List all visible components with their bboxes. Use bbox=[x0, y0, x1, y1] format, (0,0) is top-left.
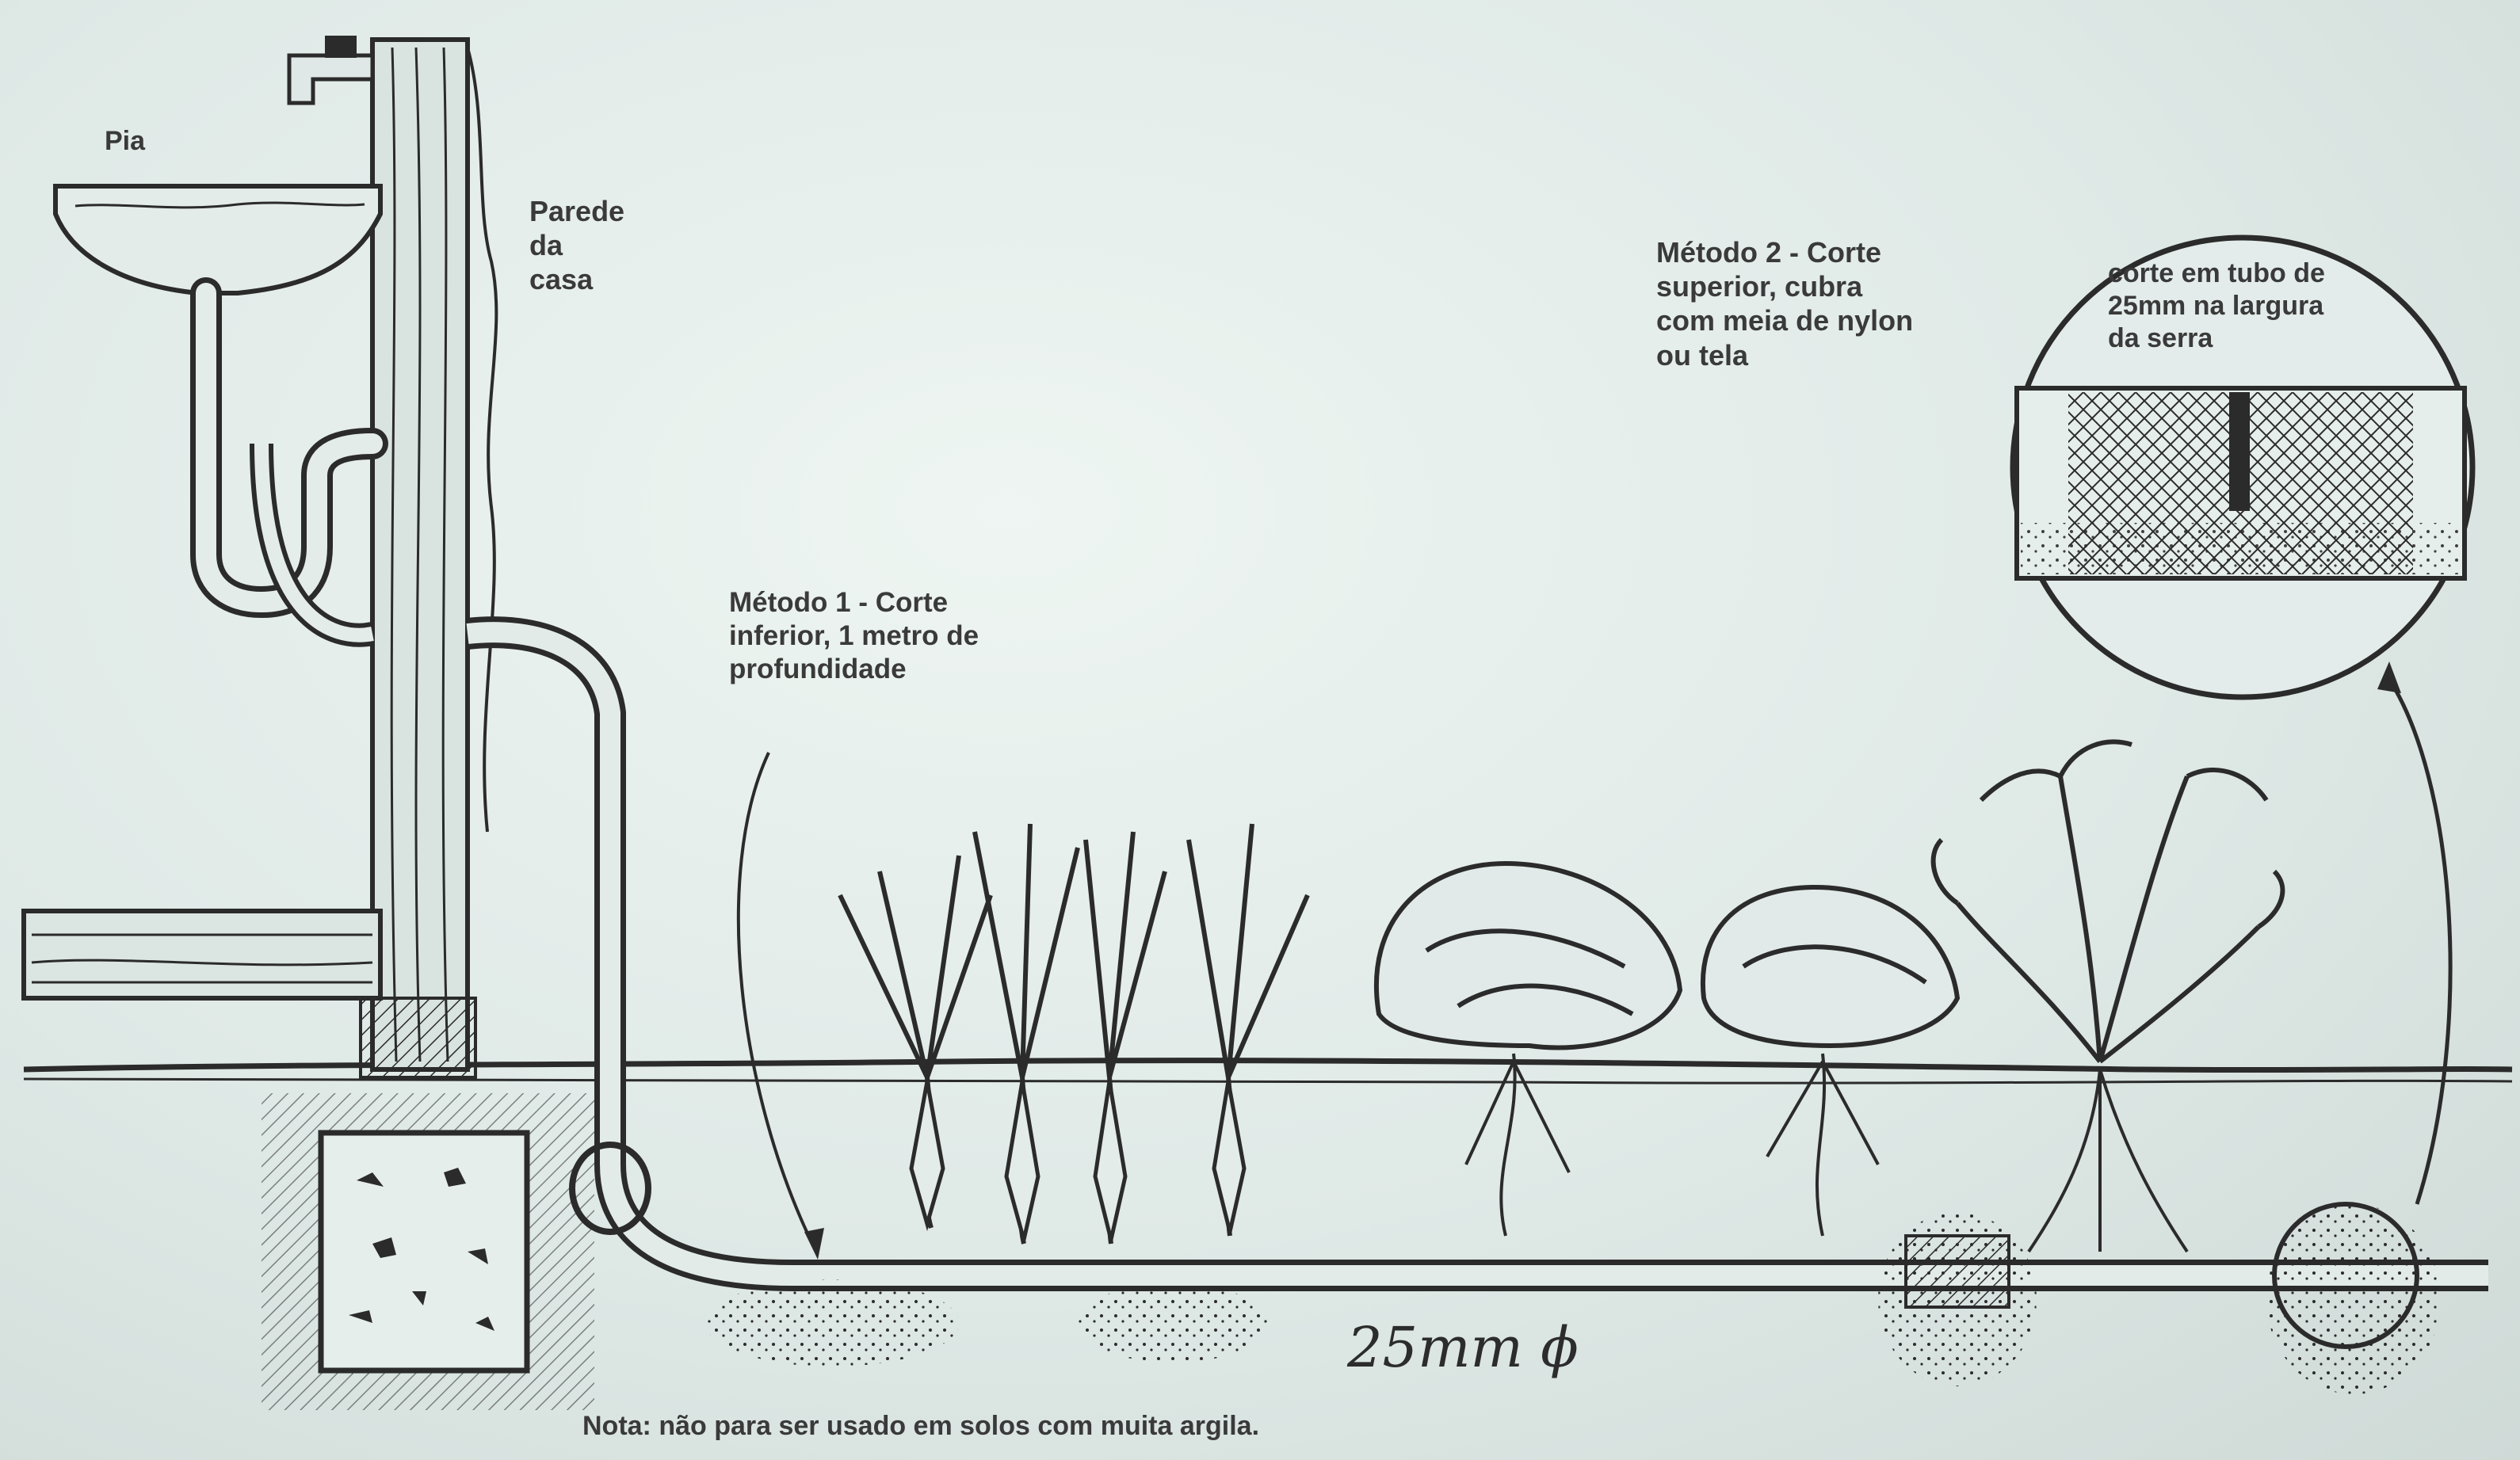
method2-label: Método 2 - Corte superior, cubra com mei… bbox=[1656, 235, 1913, 372]
method1-arrow bbox=[739, 753, 824, 1260]
pipe-diameter-label: 25mm ϕ bbox=[1347, 1315, 1579, 1380]
method1-label: Método 1 - Corte inferior, 1 metro de pr… bbox=[729, 586, 979, 686]
note-label: Nota: não para ser usado em solos com mu… bbox=[582, 1410, 1259, 1443]
carrot-plants bbox=[840, 824, 1308, 1244]
sink-label: Pia bbox=[105, 125, 145, 158]
pipe-cut-detail bbox=[2013, 238, 2472, 1204]
lettuce-plants bbox=[1376, 863, 1957, 1236]
herb-plant bbox=[1934, 741, 2283, 1252]
wall-label: Parede da casa bbox=[529, 194, 624, 297]
detail-label: corte em tubo de 25mm na largura da serr… bbox=[2108, 257, 2325, 354]
foundation bbox=[321, 1133, 527, 1370]
